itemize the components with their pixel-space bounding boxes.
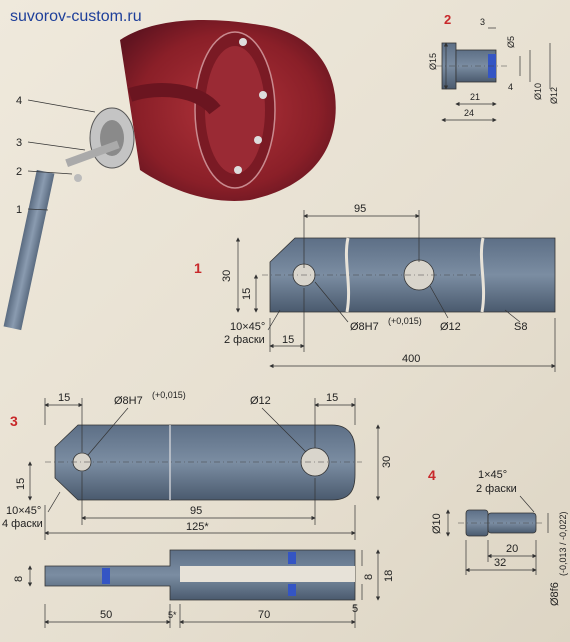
site-watermark: suvorov-custom.ru [10,8,142,25]
fig4-number: 4 [428,467,436,483]
fig1-hole-small: Ø8H7 [350,321,379,333]
callout-4: 4 [16,95,22,107]
figure-1-lever: 1 95 30 15 15 10×45° 2 фаски Ø8H [194,203,556,372]
figure-3-link: 3 15 Ø8H7 (+0,015) Ø12 15 30 15 10×45° [2,390,395,628]
fig2-d5: Ø5 [506,36,516,48]
callout-1: 1 [16,204,22,216]
fig3-d18: 18 [383,570,395,582]
fig3-d8b: 8 [363,574,375,580]
fig4-fit-tol: (-0,013 / -0,022) [558,511,568,576]
callout-2: 2 [16,166,22,178]
fig3-d15a: 15 [58,392,70,404]
fig3-d8: 8 [13,576,25,582]
fig3-hole-large: Ø12 [250,395,271,407]
assembly-photo [3,20,336,331]
fig2-d10: Ø10 [533,83,543,100]
fig1-d15v: 15 [241,288,253,300]
fig3-d5s: 5* [168,610,177,620]
fig3-number: 3 [10,413,18,429]
fig1-chamfer: 10×45° [230,321,265,333]
fig2-d15: Ø15 [428,53,438,70]
fig3-d70: 70 [258,609,270,621]
fig2-d12: Ø12 [549,87,559,104]
fig4-chamfer-note: 2 фаски [476,483,517,495]
fig1-stock: S8 [514,321,527,333]
fig1-number: 1 [194,260,202,276]
fig1-d15h: 15 [282,334,294,346]
fig3-hole-small-tol: (+0,015) [152,390,186,400]
fig1-d95: 95 [354,203,366,215]
fig3-hole-small: Ø8H7 [114,395,143,407]
fig3-d30: 30 [381,456,393,468]
fig3-d15v: 15 [15,478,27,490]
fig2-number: 2 [444,12,451,27]
fig1-d400: 400 [402,353,420,365]
fig3-d50: 50 [100,609,112,621]
fig1-hole-small-tol: (+0,015) [388,316,422,326]
fig3-d95: 95 [190,505,202,517]
fig2-d21: 21 [470,92,480,102]
fig3-d15b: 15 [326,392,338,404]
fig4-d32: 32 [494,557,506,569]
photo-callouts: 4 3 2 1 [16,95,96,216]
figure-4-pin: 4 1×45° 2 фаски Ø10 20 32 Ø8f6 (-0,013 /… [428,467,568,606]
fig2-d24: 24 [464,108,474,118]
fig3-chamfer-note: 4 фаски [2,518,43,530]
fig2-d3: 3 [480,17,485,27]
fig4-d20: 20 [506,543,518,555]
fig4-chamfer: 1×45° [478,469,507,481]
fig4-fit: Ø8f6 [549,582,561,606]
fig1-chamfer-note: 2 фаски [224,334,265,346]
callout-3: 3 [16,137,22,149]
fig3-chamfer: 10×45° [6,505,41,517]
fig4-d10: Ø10 [431,513,443,534]
fig1-d30: 30 [221,270,233,282]
fig3-d125: 125* [186,521,209,533]
fig1-hole-large: Ø12 [440,321,461,333]
fig2-d4: 4 [508,82,513,92]
figure-2-bushing: 2 Ø15 3 Ø5 4 Ø10 Ø12 21 24 [428,12,559,123]
